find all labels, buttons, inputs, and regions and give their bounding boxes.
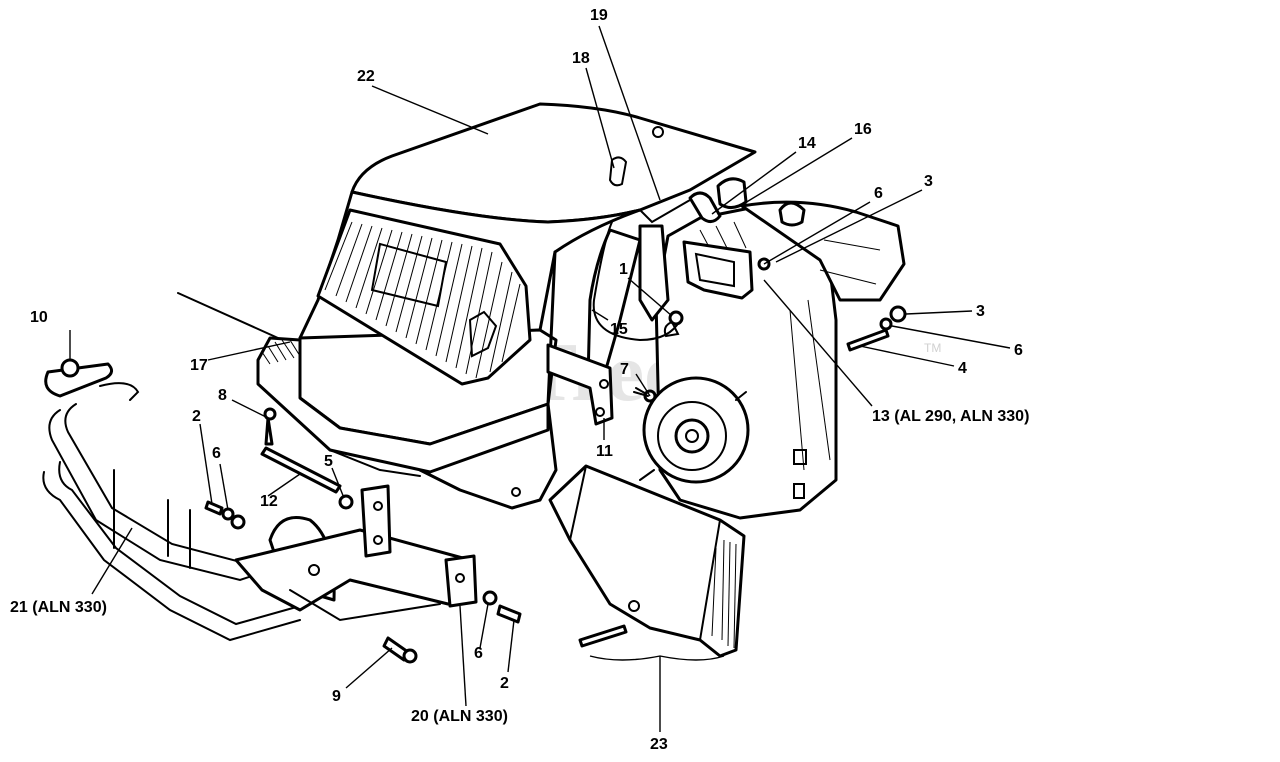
callout-18: 18 — [572, 50, 590, 67]
callout-19: 19 — [590, 7, 608, 24]
callout-6-bottom: 6 — [474, 645, 483, 662]
callout-21: 21 (ALN 330) — [10, 599, 107, 616]
callout-2-bottom: 2 — [500, 675, 509, 692]
callout-1: 1 — [619, 261, 628, 278]
callout-2-left: 2 — [192, 408, 201, 425]
engine-bracket-part — [682, 177, 754, 300]
callout-5: 5 — [324, 453, 333, 470]
callout-6-left: 6 — [212, 445, 221, 462]
callout-20: 20 (ALN 330) — [411, 708, 508, 725]
side-panel-part — [548, 464, 746, 658]
callout-4: 4 — [958, 360, 967, 377]
callout-22: 22 — [357, 68, 375, 85]
callout-6-top: 6 — [874, 185, 883, 202]
callout-8: 8 — [218, 387, 227, 404]
cable-part — [592, 221, 681, 342]
callout-14: 14 — [798, 135, 816, 152]
callout-6-right: 6 — [1014, 342, 1023, 359]
callout-15: 15 — [610, 321, 628, 338]
callout-3-right: 3 — [976, 303, 985, 320]
callout-9: 9 — [332, 688, 341, 705]
callout-3-top: 3 — [924, 173, 933, 190]
callout-labels: 19 18 22 16 14 3 6 10 1 3 15 6 17 7 4 8 … — [10, 7, 1029, 753]
callout-16: 16 — [854, 121, 872, 138]
callout-23: 23 — [650, 736, 668, 753]
callout-10: 10 — [30, 309, 48, 326]
callout-12: 12 — [260, 493, 278, 510]
leader-lines — [69, 25, 1011, 732]
front-shroud-part — [256, 336, 550, 477]
rod-part — [177, 292, 279, 339]
fastener-parts — [633, 257, 907, 403]
hood-grille — [316, 208, 532, 386]
callout-11: 11 — [596, 443, 613, 460]
hitch-bracket-part — [234, 484, 478, 622]
callout-13: 13 (AL 290, ALN 330) — [872, 408, 1029, 425]
watermark-trademark: TM — [924, 341, 941, 355]
callout-7: 7 — [620, 361, 629, 378]
callout-17: 17 — [190, 357, 208, 374]
small-bracket-part — [546, 343, 614, 426]
hitch-fasteners — [204, 494, 522, 664]
pin-parts — [260, 407, 342, 494]
